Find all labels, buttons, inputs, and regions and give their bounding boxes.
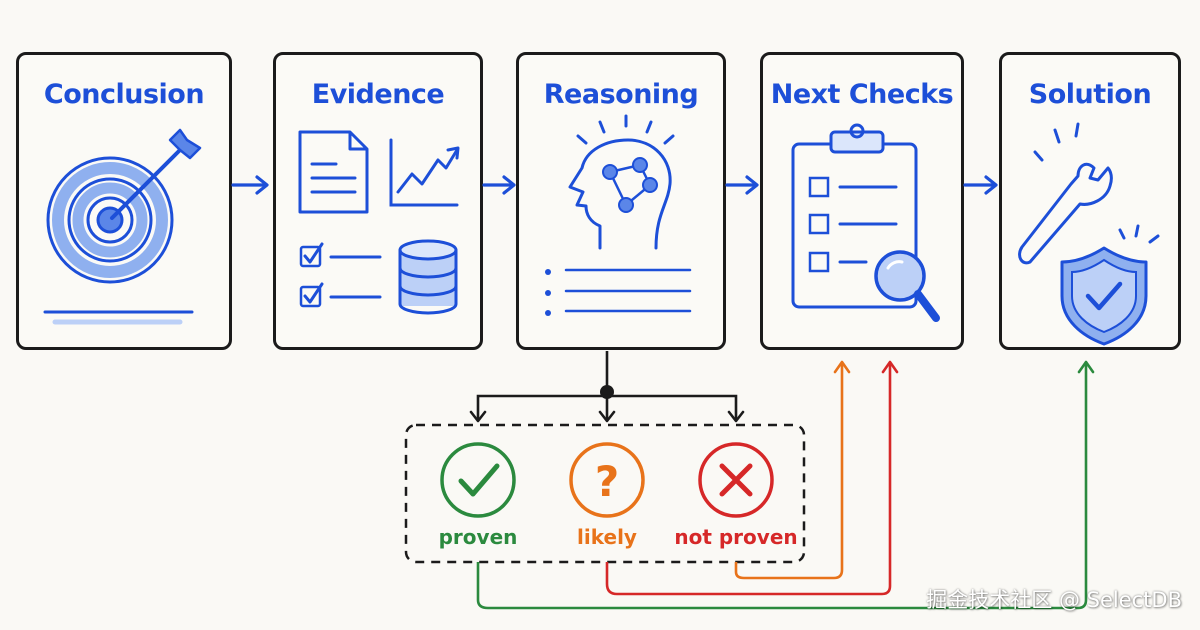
step-title-next-checks: Next Checks bbox=[770, 79, 954, 110]
step-title-reasoning: Reasoning bbox=[543, 79, 699, 110]
outcome-label-likely: likely bbox=[577, 525, 637, 549]
reasoning-list-lines bbox=[545, 268, 692, 316]
watermark: 掘金技术社区 @ SelectDB bbox=[926, 588, 1182, 612]
step-title-conclusion: Conclusion bbox=[43, 79, 205, 110]
brain-network-icon bbox=[568, 114, 675, 250]
shield-check-icon bbox=[1060, 224, 1160, 346]
feedback-route-not-proven bbox=[734, 360, 851, 580]
clipboard-icon bbox=[791, 123, 918, 309]
outcome-label-proven: proven bbox=[438, 525, 518, 549]
feedback-route-proven bbox=[476, 360, 1095, 610]
svg-text:?: ? bbox=[595, 457, 619, 506]
step-title-solution: Solution bbox=[1028, 79, 1152, 110]
step-title-evidence: Evidence bbox=[311, 79, 445, 110]
outcome-group-box bbox=[404, 423, 806, 564]
proven-check-icon bbox=[440, 442, 516, 518]
document-icon bbox=[298, 130, 369, 214]
flow-arrow-4 bbox=[963, 175, 998, 195]
line-chart-icon bbox=[389, 138, 460, 207]
wrench-icon bbox=[1018, 122, 1113, 265]
likely-question-icon: ? bbox=[569, 442, 645, 518]
magnifier-icon bbox=[874, 250, 940, 322]
checklist-icon bbox=[299, 242, 382, 308]
flow-arrow-1 bbox=[231, 175, 269, 195]
flow-arrow-2 bbox=[482, 175, 516, 195]
branch-connector bbox=[469, 351, 745, 423]
outcome-label-not-proven: not proven bbox=[674, 525, 798, 549]
target-icon bbox=[43, 128, 202, 325]
feedback-route-likely bbox=[605, 360, 899, 596]
flow-arrow-3 bbox=[725, 175, 759, 195]
database-icon bbox=[398, 239, 458, 315]
not-proven-x-icon bbox=[698, 442, 774, 518]
